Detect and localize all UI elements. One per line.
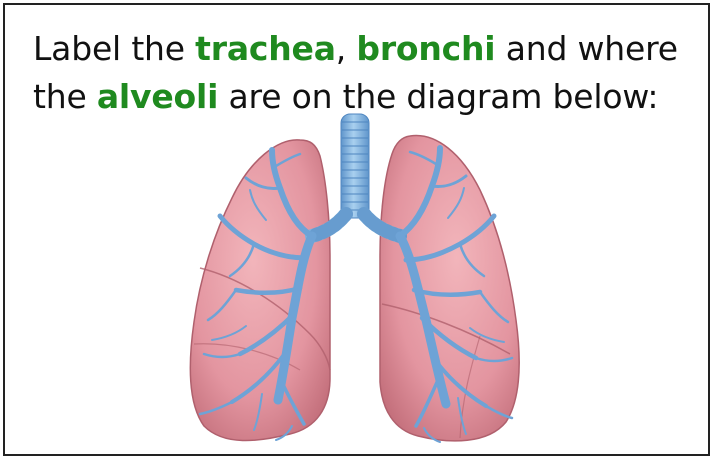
question-part-4: the	[33, 77, 97, 116]
keyword-trachea: trachea	[195, 29, 336, 68]
question-part-3: and where	[495, 29, 677, 68]
keyword-bronchi: bronchi	[356, 29, 495, 68]
lungs-illustration	[180, 108, 535, 458]
question-part-2: ,	[336, 29, 357, 68]
lungs-diagram	[180, 108, 535, 458]
question-part-1: Label the	[33, 29, 195, 68]
right-lung	[380, 136, 519, 441]
trachea	[341, 114, 369, 218]
